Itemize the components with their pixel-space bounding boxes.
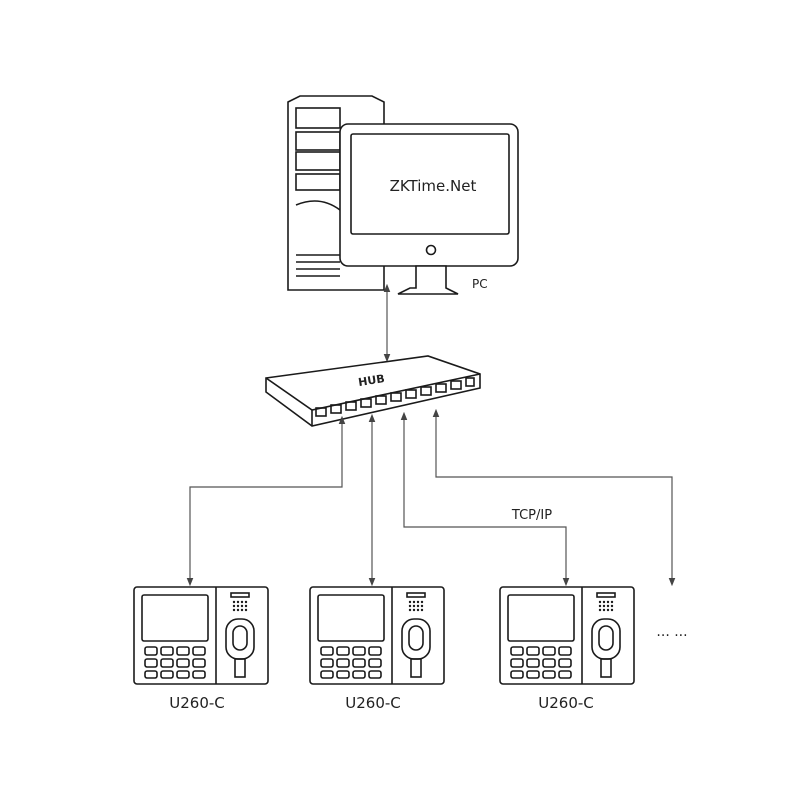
protocol-label: TCP/IP <box>511 508 552 523</box>
hub-label: HUB <box>357 372 385 389</box>
device-2-label: U260-C <box>345 694 401 712</box>
device-3-label: U260-C <box>538 694 594 712</box>
device-3-terminal-icon <box>499 586 635 685</box>
device-1-terminal-icon <box>133 586 269 685</box>
device-2-terminal-icon <box>309 586 445 685</box>
hub-device1-link <box>186 415 346 587</box>
monitor-icon: ZKTime.Net <box>339 123 519 295</box>
screen-software-name: ZKTime.Net <box>390 177 477 195</box>
hub-more-devices-link <box>432 408 676 587</box>
hub-ports <box>315 377 475 417</box>
device-1-label: U260-C <box>169 694 225 712</box>
hub-icon: HUB <box>265 355 481 427</box>
pc-label: PC <box>472 277 488 291</box>
hub-device3-link <box>400 411 570 587</box>
more-devices-ellipsis: ... ... <box>656 624 687 640</box>
